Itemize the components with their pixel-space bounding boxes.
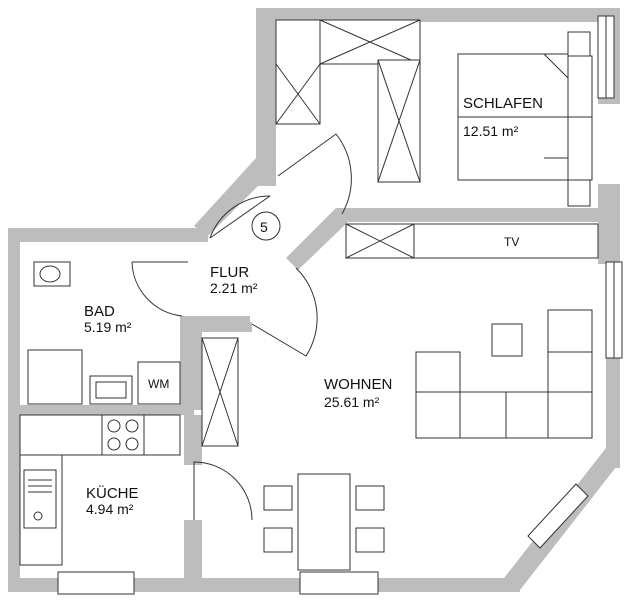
wall-schlafen-left [256,8,276,186]
chair-2 [263,527,293,553]
wall-bad-kueche [8,405,194,415]
nightstand-bottom [567,179,591,207]
wall-schlafen-bottom [336,208,606,222]
room-area-schlafen: 12.51 m² [463,123,519,139]
wohnen: TV WOHNEN 25.61 m² [201,223,599,571]
washing-machine-label: WM [148,377,169,391]
wall-flur-diag-left [194,158,276,236]
tv-label: TV [504,235,519,249]
dining-table [297,473,351,571]
window-kueche [57,571,135,595]
wall-flur-wohnen [196,322,252,332]
window-bottom [299,571,379,595]
counter-top [19,414,181,456]
door-entry [209,195,271,239]
chair-1 [263,485,293,511]
sofa-right [547,309,593,393]
room-area-wohnen: 25.61 m² [324,394,380,410]
kueche: KÜCHE 4.94 m² [19,414,253,566]
chair-4 [355,527,385,553]
room-area-flur: 2.21 m² [210,280,258,296]
door-schlafen [277,133,352,215]
bad: WM BAD 5.19 m² [27,261,181,405]
washing-machine [137,361,181,405]
room-name-wohnen: WOHNEN [324,376,392,393]
wall-kueche-right [184,415,202,465]
wall-bad-right [180,316,202,410]
window-wohnen-diag [527,483,589,549]
wall-bottom [8,578,520,592]
room-name-flur: FLUR [210,264,249,281]
walls [8,8,620,592]
room-area-kueche: 4.94 m² [86,501,134,517]
apartment-number: 5 [260,219,268,235]
schlafen-furniture: SCHLAFEN 12.51 m² [275,19,593,207]
room-area-bad: 5.19 m² [84,319,132,335]
wall-left-top [8,228,208,242]
wardrobe-left [275,19,321,125]
wall-flur-diag-right [286,208,348,270]
bed-head [567,55,593,181]
door-kueche [193,461,253,521]
windows [57,15,623,595]
wall-schlafen-top [256,8,620,22]
nightstand-top [567,31,591,57]
wall-bad-flur [180,316,250,326]
door-bad [131,261,188,317]
shower [27,349,83,405]
coffee-table [491,323,523,357]
room-name-kueche: KÜCHE [86,484,139,502]
wall-kueche-living [184,520,202,580]
chair-3 [355,485,385,511]
door-wohnen [251,267,318,357]
sofa-bottom [415,391,593,439]
room-name-bad: BAD [84,303,115,320]
flur: 5 FLUR 2.21 m² [131,133,352,357]
stove [101,414,145,456]
room-name-schlafen: SCHLAFEN [463,95,543,112]
apartment-number-circle [251,211,281,241]
